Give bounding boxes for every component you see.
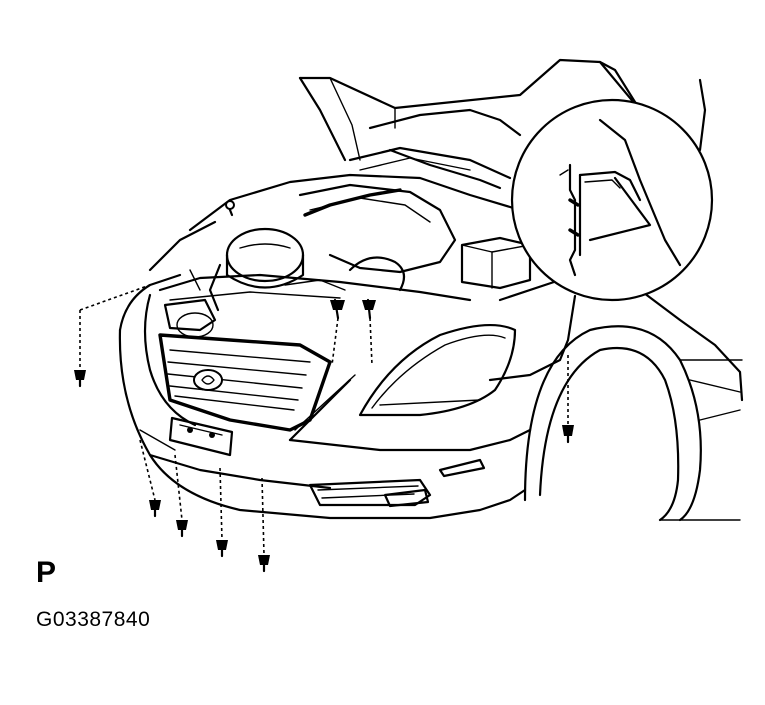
figure-code: G03387840	[36, 608, 151, 631]
screw-bottom-4-icon	[258, 555, 270, 573]
windshield-cowl	[348, 146, 512, 190]
headlamp	[358, 323, 517, 417]
inset-detail	[488, 98, 714, 382]
fastener-leaders	[74, 284, 574, 573]
raised-hood	[298, 58, 707, 162]
clip-upper-left-icon	[74, 370, 86, 388]
front-bumper	[118, 273, 532, 520]
view-label: P	[36, 556, 57, 589]
screw-bottom-1-icon	[149, 500, 161, 518]
fender-wheel	[498, 273, 744, 522]
screw-bottom-2-icon	[176, 520, 188, 538]
grille	[158, 298, 332, 432]
clip-fender-icon	[562, 425, 574, 444]
screw-bottom-3-icon	[216, 540, 228, 558]
engine-bay	[148, 173, 532, 320]
